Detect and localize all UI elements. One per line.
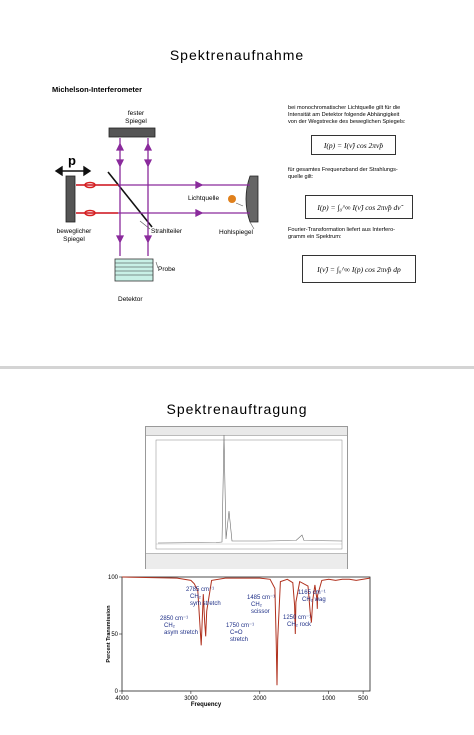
software-spectrum-plot	[155, 434, 343, 550]
peak-annotation-line: sym stretch	[190, 601, 221, 607]
label-leaders	[139, 202, 255, 230]
y-tick-label: 100	[108, 575, 119, 581]
peak-annotation-line: 2785 cm⁻¹	[186, 587, 214, 593]
peak-annotation-line: stretch	[230, 637, 248, 643]
x-tick-label: 500	[358, 696, 369, 702]
p-arrow	[54, 165, 92, 177]
beams-vertical	[115, 138, 153, 256]
peak-annotation-line: 1750 cm⁻¹	[226, 623, 254, 629]
x-tick-label: 2000	[253, 696, 267, 702]
peak-annotation-line: 1250 cm⁻¹	[283, 615, 311, 621]
text-monochromatic: bei monochromatischer Lichtquelle gilt f…	[288, 105, 406, 125]
slide-spektrenaufnahme: Spektrenaufnahme Michelson-Interferomete…	[0, 0, 474, 366]
label-detector: Detektor	[118, 296, 143, 303]
label-concave-mirror: Hohlspiegel	[219, 229, 253, 236]
interferometer-diagram	[54, 127, 259, 282]
x-axis-label: Frequency	[191, 702, 222, 708]
peak-annotation-line: scissor	[251, 609, 270, 615]
subtitle-michelson: Michelson-Interferometer	[52, 85, 143, 94]
formula-box-2: I(p) = ∫₀^∞ I(ν̃) cos 2πν̃p dν̃	[305, 195, 413, 219]
label-p: p	[68, 153, 76, 168]
slide-title: Spektrenaufnahme	[169, 47, 305, 63]
peak-annotation-line: CH₂ rock	[287, 622, 312, 628]
peak-annotation-line: 1165 cm⁻¹	[298, 590, 326, 596]
y-axis-label: Percent Transmission	[106, 605, 112, 663]
fixed-mirror	[108, 127, 156, 138]
peak-annotation-line: C=O	[230, 630, 243, 636]
peak-annotation-line: CH₂ wag	[302, 597, 326, 603]
spectrum-software-window	[145, 426, 348, 569]
sample-cell	[114, 258, 154, 282]
slide-title: Spektrenauftragung	[166, 401, 308, 417]
peak-annotation-line: CH₂	[190, 594, 202, 600]
peak-annotation-line: 2850 cm⁻¹	[160, 616, 188, 622]
beam-splitter-line	[107, 171, 153, 228]
x-tick-label: 3000	[184, 696, 198, 702]
peak-annotation-line: 1485 cm⁻¹	[247, 595, 275, 601]
label-moving-mirror: beweglicher Spiegel	[56, 228, 92, 243]
label-sample: Probe	[158, 266, 176, 273]
window-statusbar	[146, 553, 347, 569]
y-tick-label: 50	[111, 632, 118, 638]
peak-annotation-line: CH₂	[251, 602, 263, 608]
x-tick-label: 4000	[115, 696, 129, 702]
text-frequency-band: für gesamtes Frequenzband der Strahlungs…	[288, 167, 398, 180]
beams-red	[76, 181, 118, 217]
label-light-source: Lichtquelle	[188, 195, 220, 202]
text-fourier: Fourier-Transformation liefert aus Inter…	[288, 227, 396, 240]
label-fixed-mirror: fester Spiegel	[125, 110, 147, 125]
formula-box-1: I(p) = I(ν̃) cos 2πν̃p	[311, 135, 396, 155]
plot-frame	[121, 576, 371, 692]
concave-mirror	[245, 175, 259, 223]
peak-annotation-line: asym stretch	[164, 630, 198, 636]
peak-annotation-line: CH₂	[164, 623, 176, 629]
y-tick-label: 0	[115, 689, 119, 695]
label-beam-splitter: Strahlteiler	[151, 228, 183, 235]
software-spectrum-line	[157, 434, 343, 544]
beams-horizontal	[76, 180, 250, 218]
formula-box-3: I(ν̃) = ∫₀^∞ I(p) cos 2πν̃p dp	[302, 255, 416, 283]
x-tick-label: 1000	[322, 696, 336, 702]
moving-mirror	[65, 175, 76, 223]
light-source-dot	[228, 195, 236, 203]
sample-hatch	[115, 262, 153, 276]
transmission-line	[121, 576, 371, 686]
window-toolbar	[146, 427, 347, 436]
slide-divider	[0, 366, 474, 369]
